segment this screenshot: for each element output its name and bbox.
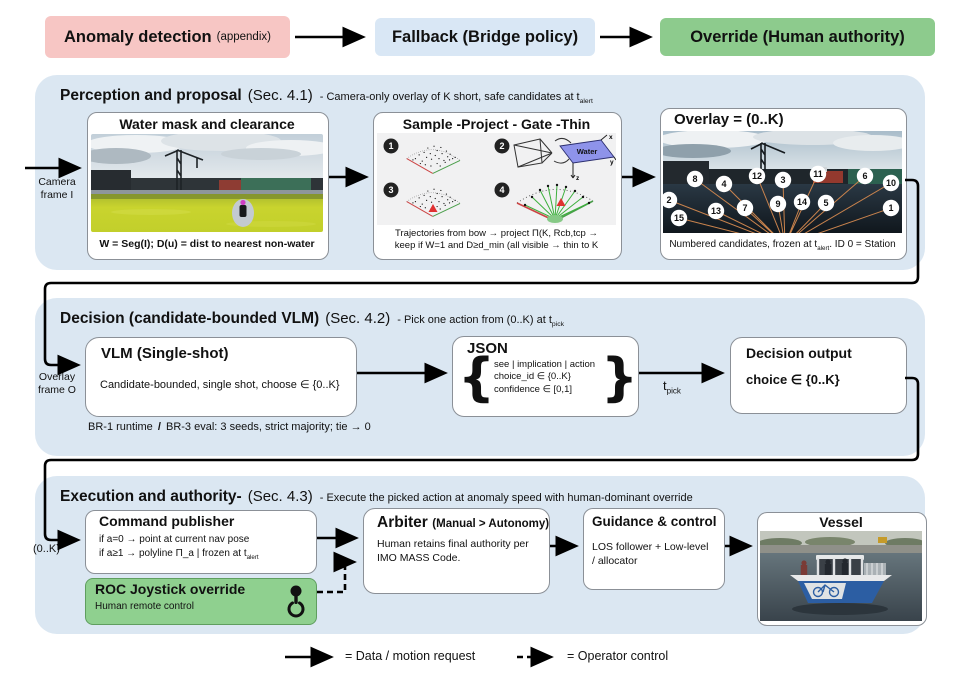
- arbiter-title-suffix: (Manual > Autonomy): [432, 518, 550, 530]
- panel2-subtitle: - Pick one action from (0..K) at tpick: [397, 314, 565, 329]
- panel1-sec: (Sec. 4.1): [247, 87, 313, 104]
- axis-x-label: x: [609, 134, 613, 141]
- guidance-body: LOS follower + Low-level / allocator: [592, 541, 709, 568]
- panel1-title: Perception and proposal: [60, 87, 242, 104]
- overlay-image: 8 4 12 3 11 6 10 2 15 13 7 9 14 5 1: [663, 131, 902, 233]
- candidate-8: 8: [692, 174, 697, 184]
- water-plane: Water x y z: [559, 134, 616, 182]
- panel3-header: Execution and authority- (Sec. 4.3) - Ex…: [60, 488, 693, 506]
- json-line2: choice_id ∈ {0..K}: [494, 371, 571, 383]
- override-box: Override (Human authority): [660, 18, 935, 56]
- crane-silhouette: [164, 149, 204, 190]
- arbiter-body: Human retains final authority per IMO MA…: [377, 538, 529, 565]
- candidate-10: 10: [886, 178, 896, 188]
- sample-title: Sample -Project - Gate -Thin: [402, 116, 591, 132]
- candidate-7: 7: [742, 203, 747, 213]
- camera-frame-label: Camera frame I: [38, 176, 76, 202]
- arbiter-title: Arbiter: [377, 514, 428, 531]
- water-mask-caption: W = Seg(I); D(u) = dist to nearest non-w…: [99, 238, 315, 250]
- frustum-sketch: [513, 137, 572, 168]
- json-brace-close: }: [601, 348, 639, 408]
- fallback-box: Fallback (Bridge policy): [375, 18, 595, 56]
- axis-z-label: z: [576, 175, 580, 182]
- vlm-footnote: BR-1 runtime / BR-3 eval: 3 seeds, stric…: [88, 421, 371, 433]
- command-publisher-title: Command publisher: [99, 513, 235, 529]
- panel1-subtitle: - Camera-only overlay of K short, safe c…: [319, 91, 593, 106]
- candidate-13: 13: [711, 206, 721, 216]
- anomaly-detection-suffix: (appendix): [216, 31, 271, 43]
- tpick-label: tpick: [663, 378, 681, 396]
- overlay-frame-label: Overlay frame O: [38, 371, 76, 397]
- panel3-sec: (Sec. 4.3): [247, 488, 313, 505]
- candidate-5: 5: [823, 198, 828, 208]
- sample-caption-line1: Trajectories from bow → project Π(K, Rcb…: [395, 228, 598, 239]
- water-mask-title: Water mask and clearance: [119, 116, 295, 132]
- candidate-6: 6: [862, 171, 867, 181]
- roc-override-box: [85, 578, 317, 625]
- badge-1: 1: [388, 141, 393, 151]
- candidate-14: 14: [797, 197, 807, 207]
- candidate-4: 4: [721, 179, 726, 189]
- input-0k-label: (0..K): [33, 543, 60, 555]
- candidate-9: 9: [775, 199, 780, 209]
- legend-dashed-label: = Operator control: [567, 649, 669, 663]
- badge-3: 3: [388, 185, 393, 195]
- legend-solid-label: = Data / motion request: [345, 649, 476, 663]
- badge-4: 4: [499, 185, 504, 195]
- json-fields: see | implication | action choice_id ∈ {…: [494, 359, 595, 396]
- decision-output-title: Decision output: [746, 345, 852, 361]
- panel3-title: Execution and authority-: [60, 488, 242, 505]
- anomaly-detection-label: Anomaly detection: [64, 27, 212, 46]
- vessel-image: [760, 531, 922, 621]
- boat-sketch: [790, 555, 892, 615]
- json-line3: confidence ∈ [0,1]: [494, 383, 572, 395]
- anomaly-detection-box: Anomaly detection (appendix): [45, 16, 290, 58]
- joystick-icon: [287, 585, 305, 618]
- arbiter-title-row: Arbiter (Manual > Autonomy): [377, 514, 549, 532]
- candidate-15: 15: [674, 213, 684, 223]
- command-publisher-line1: if a=0 → point at current nav pose: [99, 534, 250, 545]
- water-plane-label: Water: [577, 147, 598, 156]
- panel3-subtitle: - Execute the picked action at anomaly s…: [319, 492, 693, 504]
- panel2-sec: (Sec. 4.2): [325, 310, 391, 327]
- sample-caption-line2: keep if W=1 and D≥d_min (all visible → t…: [394, 240, 599, 251]
- candidate-1: 1: [888, 203, 893, 213]
- axis-y-label: y: [610, 159, 614, 166]
- panel2-title: Decision (candidate-bounded VLM): [60, 310, 320, 327]
- fallback-label: Fallback (Bridge policy): [391, 27, 579, 46]
- roc-override-body: Human remote control: [95, 601, 194, 612]
- overlay-caption: Numbered candidates, frozen at talert. I…: [669, 239, 896, 252]
- water-mask-image: [91, 134, 323, 232]
- candidate-3: 3: [780, 175, 785, 185]
- override-label: Override (Human authority): [690, 27, 905, 46]
- command-publisher-line2: if a≥1 → polyline Π_a | frozen at talert: [99, 548, 259, 561]
- vlm-body: Candidate-bounded, single shot, choose ∈…: [100, 379, 340, 391]
- json-line1: see | implication | action: [494, 359, 596, 370]
- sample-diagram-image: Water x y z 1: [377, 133, 616, 225]
- vessel-title: Vessel: [819, 514, 863, 530]
- crane-silhouette-2: [750, 142, 786, 171]
- guidance-title: Guidance & control: [592, 514, 717, 529]
- candidate-12: 12: [752, 171, 762, 181]
- candidate-2: 2: [666, 195, 671, 205]
- obstacle-blob: [232, 199, 254, 227]
- badge-2: 2: [499, 141, 504, 151]
- json-brace-open: {: [458, 348, 496, 408]
- panel2-header: Decision (candidate-bounded VLM) (Sec. 4…: [60, 310, 564, 328]
- decision-output-body: choice ∈ {0..K}: [746, 372, 840, 387]
- vlm-title: VLM (Single-shot): [101, 345, 229, 362]
- panel1-header: Perception and proposal (Sec. 4.1) - Cam…: [60, 87, 593, 105]
- roc-override-title: ROC Joystick override: [95, 581, 246, 597]
- overlay-title: Overlay = (0..K): [674, 111, 784, 128]
- candidate-11: 11: [813, 169, 823, 179]
